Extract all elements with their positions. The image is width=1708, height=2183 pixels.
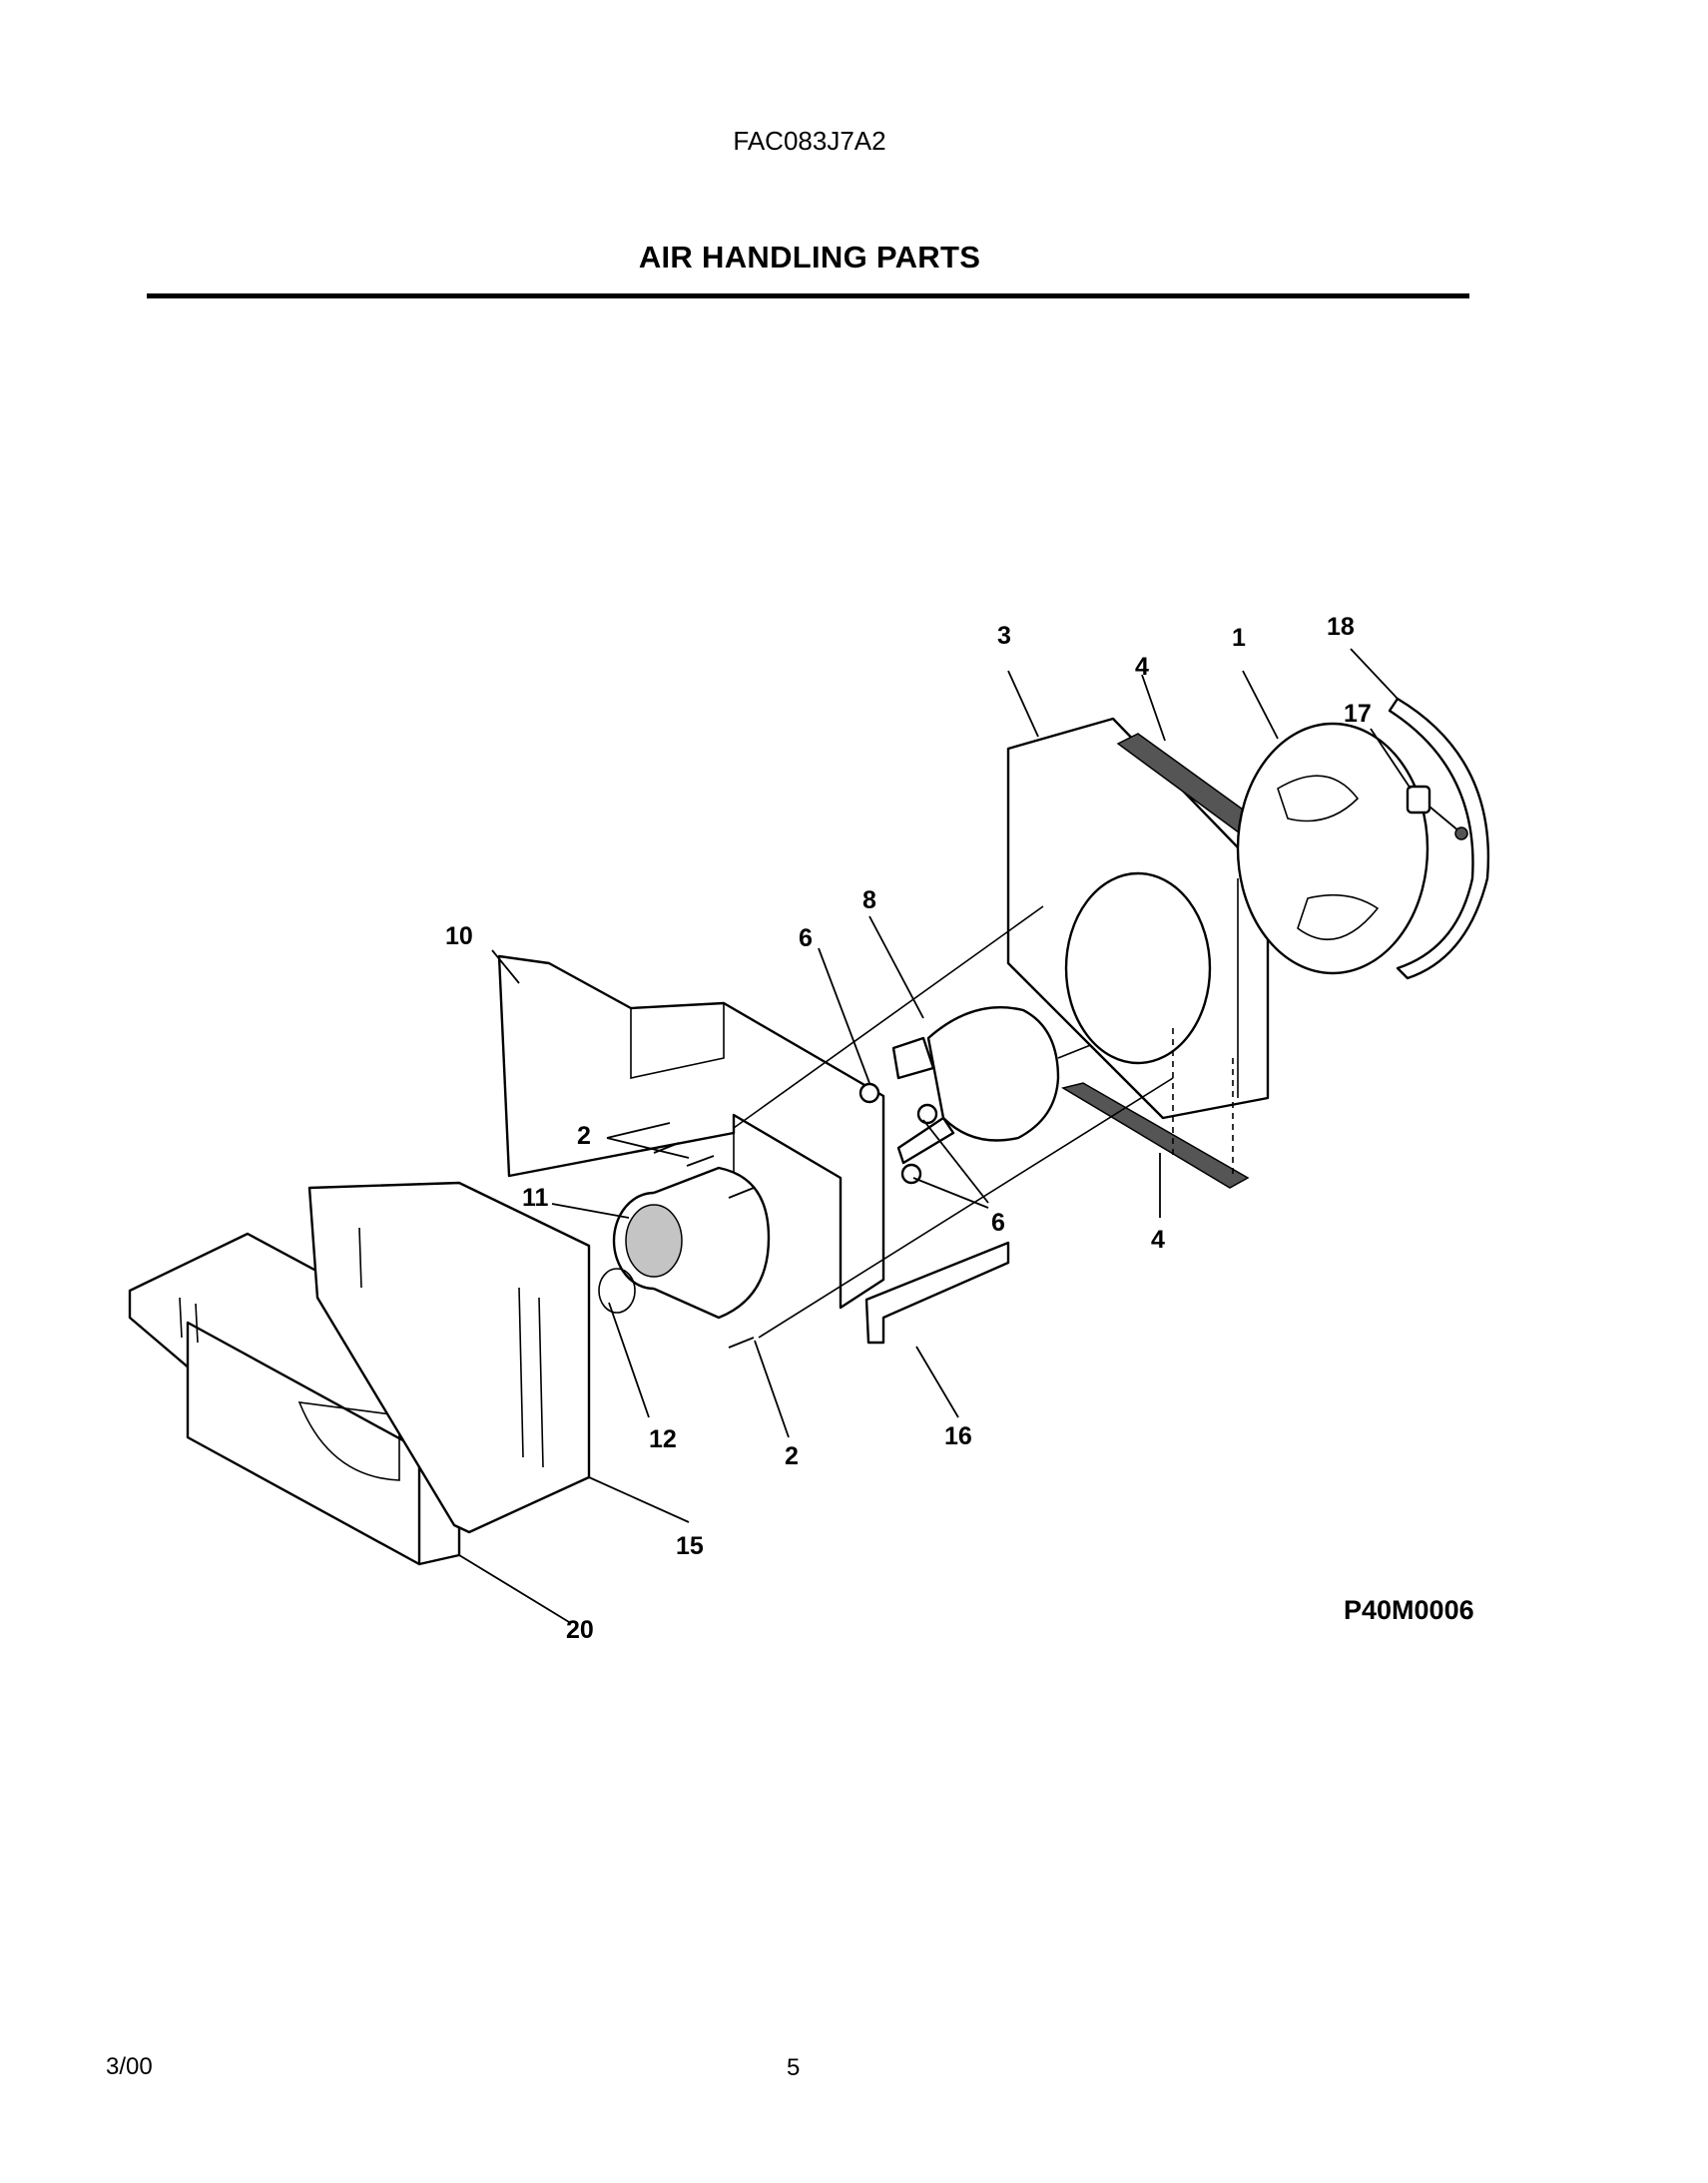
callout-6: 6 xyxy=(991,1209,1005,1237)
callout-18: 18 xyxy=(1327,613,1355,641)
callout-1: 1 xyxy=(1232,624,1246,652)
part-8-motor xyxy=(891,1006,1159,1165)
footer-date: 3/00 xyxy=(106,2053,153,2080)
callout-6: 6 xyxy=(799,924,813,952)
part-6-grommet-lower-right xyxy=(916,1103,938,1125)
part-3-shroud xyxy=(1006,717,1270,1120)
part-11-blower-wheel xyxy=(612,1166,771,1320)
model-number: FAC083J7A2 xyxy=(733,126,886,156)
callout-17: 17 xyxy=(1344,700,1372,728)
callout-2: 2 xyxy=(577,1122,591,1150)
callout-2: 2 xyxy=(785,1442,799,1470)
part-12-clamp xyxy=(598,1268,636,1314)
callout-20: 20 xyxy=(566,1616,594,1644)
part-1-fan-blade xyxy=(1236,722,1429,975)
drawing-id: P40M0006 xyxy=(1344,1595,1474,1625)
callout-11: 11 xyxy=(522,1184,549,1212)
callout-8: 8 xyxy=(862,886,876,914)
guide-line-2 xyxy=(758,1077,1174,1339)
callout-16: 16 xyxy=(944,1422,972,1450)
part-18-shroud-ring xyxy=(1388,697,1490,980)
part-4-lower-bracket xyxy=(1061,1082,1250,1189)
page-title: AIR HANDLING PARTS xyxy=(638,240,981,274)
part-16-channel xyxy=(864,1241,1010,1345)
page-number: 5 xyxy=(787,2054,801,2081)
callout-4: 4 xyxy=(1135,653,1149,681)
callout-labels: 1 2 2 3 4 4 6 6 8 10 11 12 15 16 17 18 2… xyxy=(445,613,1372,1644)
callout-12: 12 xyxy=(649,1425,677,1453)
part-17-clip xyxy=(1406,785,1468,840)
part-6-grommet-upper xyxy=(858,1082,880,1104)
part-15-scroll-housing xyxy=(307,1181,591,1534)
leader-lines xyxy=(458,648,1412,1623)
callout-4: 4 xyxy=(1151,1226,1165,1254)
callout-10: 10 xyxy=(445,922,473,950)
title-rule xyxy=(147,293,1469,298)
callout-3: 3 xyxy=(997,622,1011,650)
callout-15: 15 xyxy=(676,1532,704,1560)
guide-line-1 xyxy=(733,905,1044,1129)
